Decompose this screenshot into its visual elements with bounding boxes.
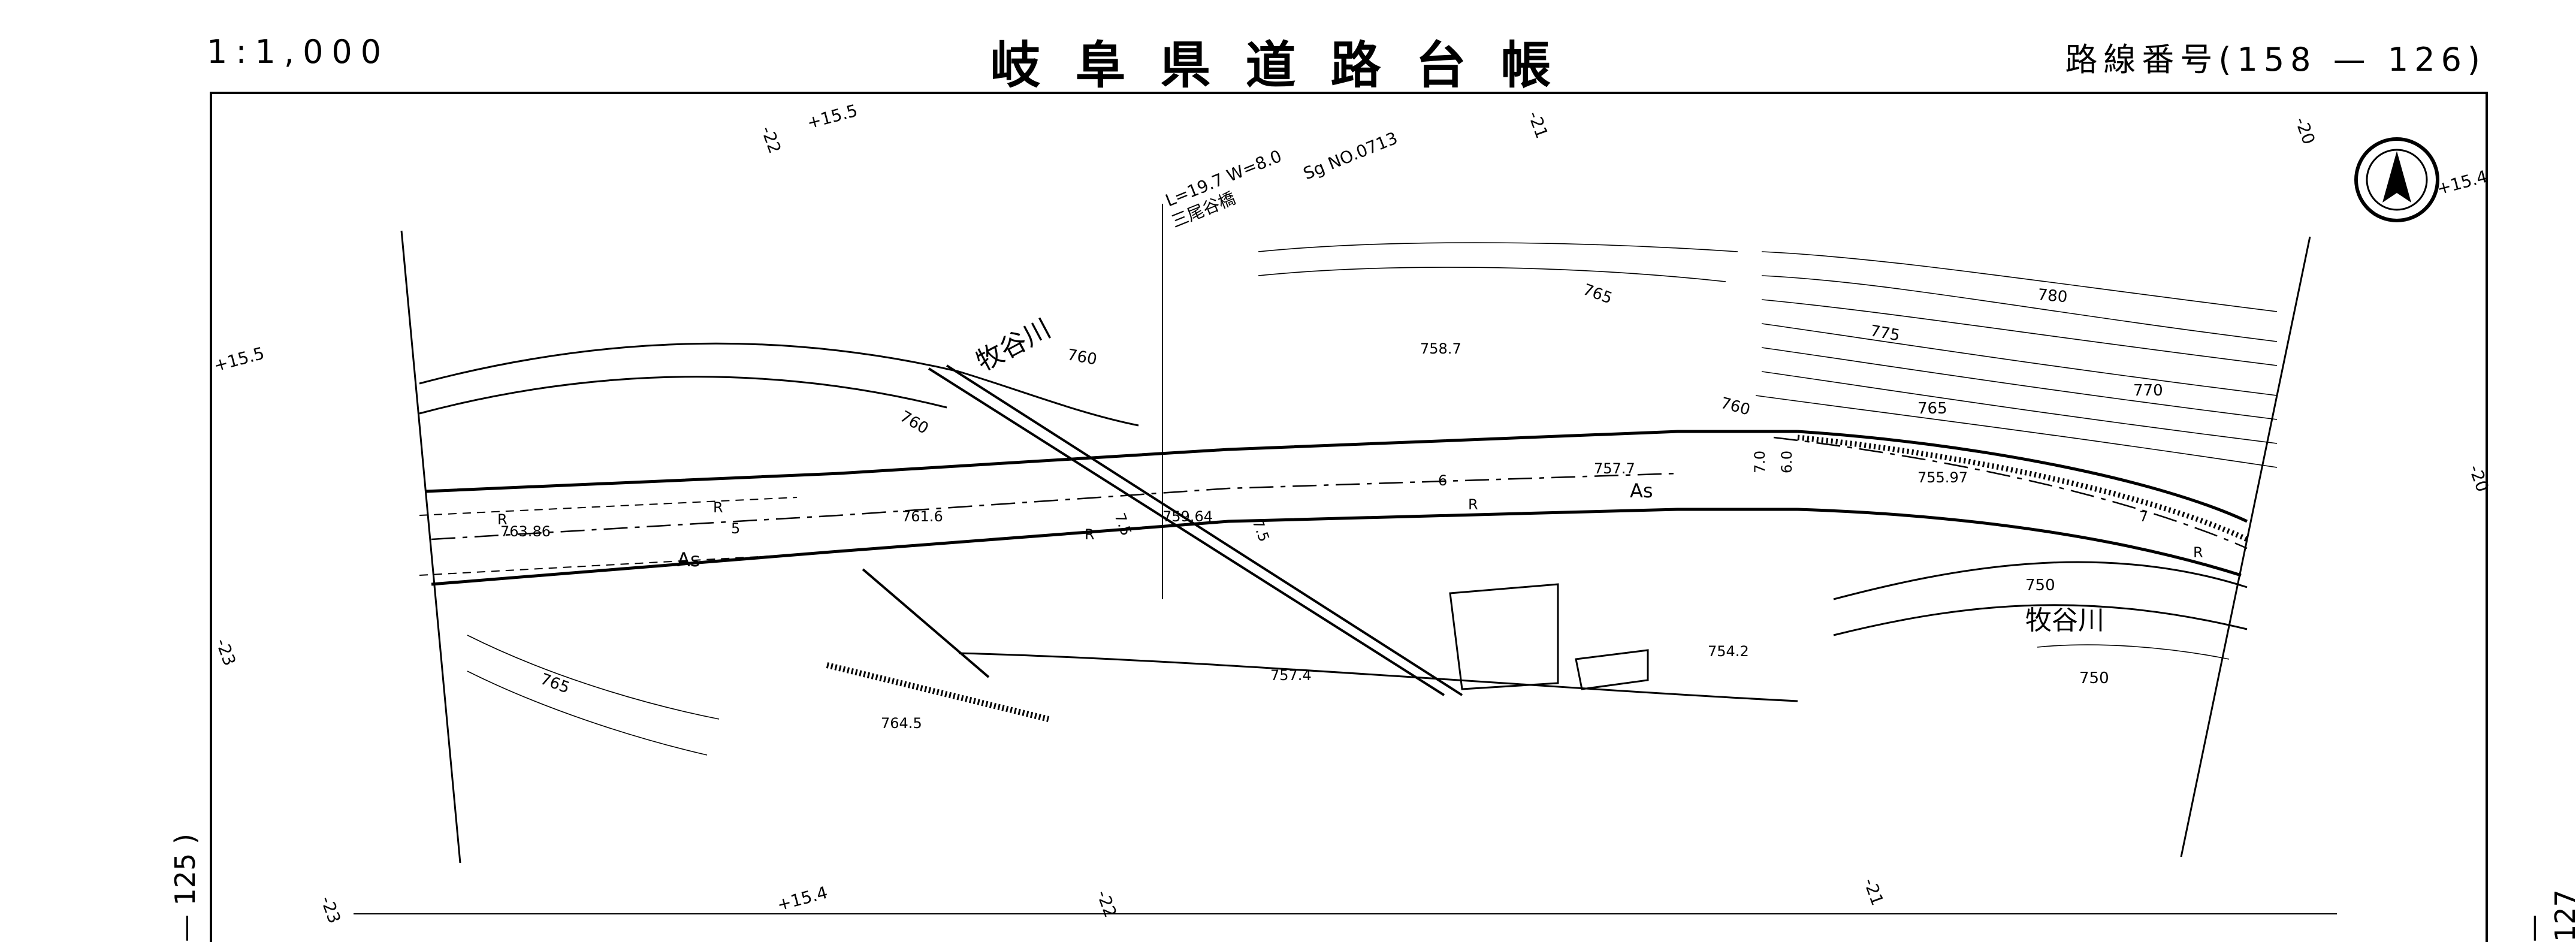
contour-label: 765: [538, 670, 572, 697]
grid-label: +15.5: [212, 343, 266, 376]
retaining-wall: [826, 662, 1050, 722]
map-frame: [210, 92, 2488, 942]
contour-label: 780: [2037, 286, 2068, 306]
river: [419, 342, 2248, 702]
road-edge-label: R: [1468, 496, 1478, 513]
width-label: 7: [2139, 508, 2148, 525]
route-number: 路線番号(158 — 126): [2065, 41, 2486, 78]
grid-label: -22: [1092, 887, 1121, 920]
grid-label: -23: [316, 893, 345, 926]
contour-label: 770: [2133, 382, 2163, 400]
road-edge-label: R: [2193, 544, 2203, 561]
grid-label: -22: [757, 123, 785, 156]
spot-height: 758.7: [1420, 340, 1461, 357]
spot-height: 763.86: [500, 523, 551, 540]
bridge: [862, 204, 1463, 696]
pavement-label: As: [677, 548, 700, 571]
survey-boundary-right: [2180, 236, 2311, 858]
spot-height: 757.4: [1270, 667, 1312, 684]
road-edge-label: R: [497, 511, 508, 528]
river-label: 牧谷川: [971, 313, 1055, 378]
bridge-code: Sg NO.0713: [1300, 128, 1400, 184]
width-label: 6: [1438, 472, 1447, 489]
north-arrow-icon: [2354, 137, 2439, 222]
width-label: 7.0: [1751, 451, 1768, 473]
spot-height: 755.97: [1917, 469, 1968, 486]
scale-label: 1:1,000: [207, 33, 390, 71]
contour-label: 760: [1719, 394, 1752, 419]
road-edge-label: R: [1085, 526, 1095, 543]
grid-label: -21: [1524, 108, 1552, 141]
slope-hatching: [1797, 434, 2248, 542]
contour-label: 775: [1869, 322, 1901, 345]
map-title: 岐阜県道路台帳: [990, 36, 1586, 95]
river-label: 牧谷川: [2025, 605, 2104, 636]
spot-height: 764.5: [881, 715, 922, 732]
pavement-label: As: [1630, 479, 1653, 502]
buildings: [1449, 583, 1649, 690]
contour-label: 765: [1581, 280, 1615, 307]
width-label: 5: [731, 520, 740, 537]
spot-height: 759.64: [1162, 508, 1213, 525]
contour-label: 760: [897, 407, 932, 438]
contour-label: 760: [1066, 346, 1098, 369]
road-edge-label: R: [713, 499, 723, 516]
spot-height: 757.7: [1594, 460, 1635, 477]
contour-lines: [467, 242, 2278, 756]
width-label: 6.0: [1778, 451, 1795, 473]
contour-label: 750: [2079, 669, 2109, 687]
road: [419, 430, 2248, 586]
grid-label: -20: [2291, 114, 2319, 147]
grid-label: +15.4: [2435, 167, 2489, 199]
grid-label: -20: [2465, 462, 2493, 494]
grid-label: +15.5: [805, 101, 859, 133]
width-label: 7.5: [1111, 511, 1134, 538]
contour-label: 750: [2025, 576, 2055, 594]
grid-label: -23: [212, 636, 240, 668]
grid-label: +15.4: [775, 883, 829, 915]
spot-height: 761.6: [902, 508, 943, 525]
spot-height: 754.2: [1708, 643, 1749, 660]
grid-label: -21: [1859, 875, 1888, 908]
contour-label: 765: [1917, 400, 1947, 418]
survey-boundary-left: [400, 230, 461, 864]
